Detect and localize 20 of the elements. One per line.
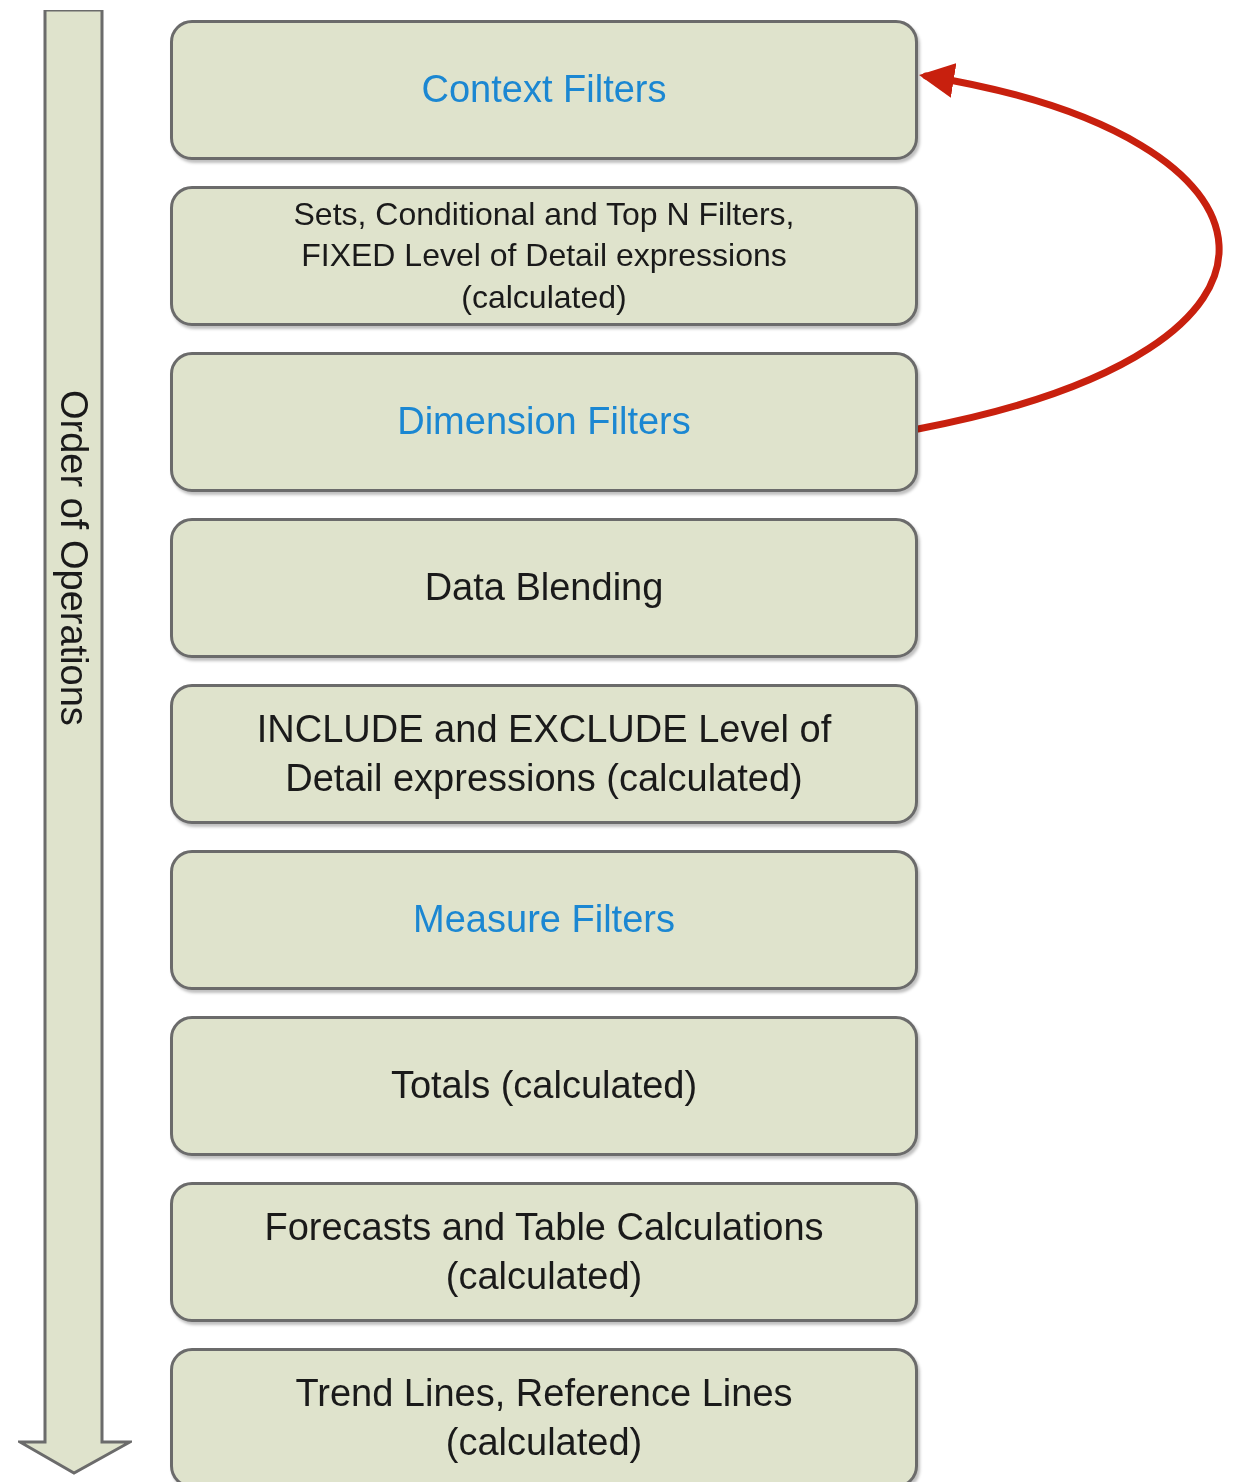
step-box [170, 1016, 918, 1156]
step-label: Sets, Conditional and Top N Filters, FIXED Level of Detail expressions (calculated) [292, 194, 796, 317]
filter-step-box [170, 850, 918, 990]
step-label: Dimension Filters [397, 399, 691, 445]
step-box [170, 684, 918, 824]
step-label: Totals (calculated) [390, 1063, 698, 1109]
step-label: Trend Lines, Reference Lines (calculated) [294, 1370, 794, 1465]
filter-step-box [170, 20, 918, 160]
step-label: Measure Filters [413, 897, 675, 943]
step-box [170, 1182, 918, 1322]
step-box [170, 186, 918, 326]
order-arrow [18, 10, 132, 1475]
step-label: Forecasts and Table Calculations (calculated) [263, 1204, 825, 1299]
step-box [170, 518, 918, 658]
filter-step-box [170, 352, 918, 492]
step-box [170, 1348, 918, 1482]
arrow-label: Order of Operations [52, 390, 96, 726]
step-label: Context Filters [421, 67, 667, 113]
step-label: Data Blending [424, 565, 664, 611]
step-label: INCLUDE and EXCLUDE Level of Detail expressions (calculated) [255, 706, 833, 801]
